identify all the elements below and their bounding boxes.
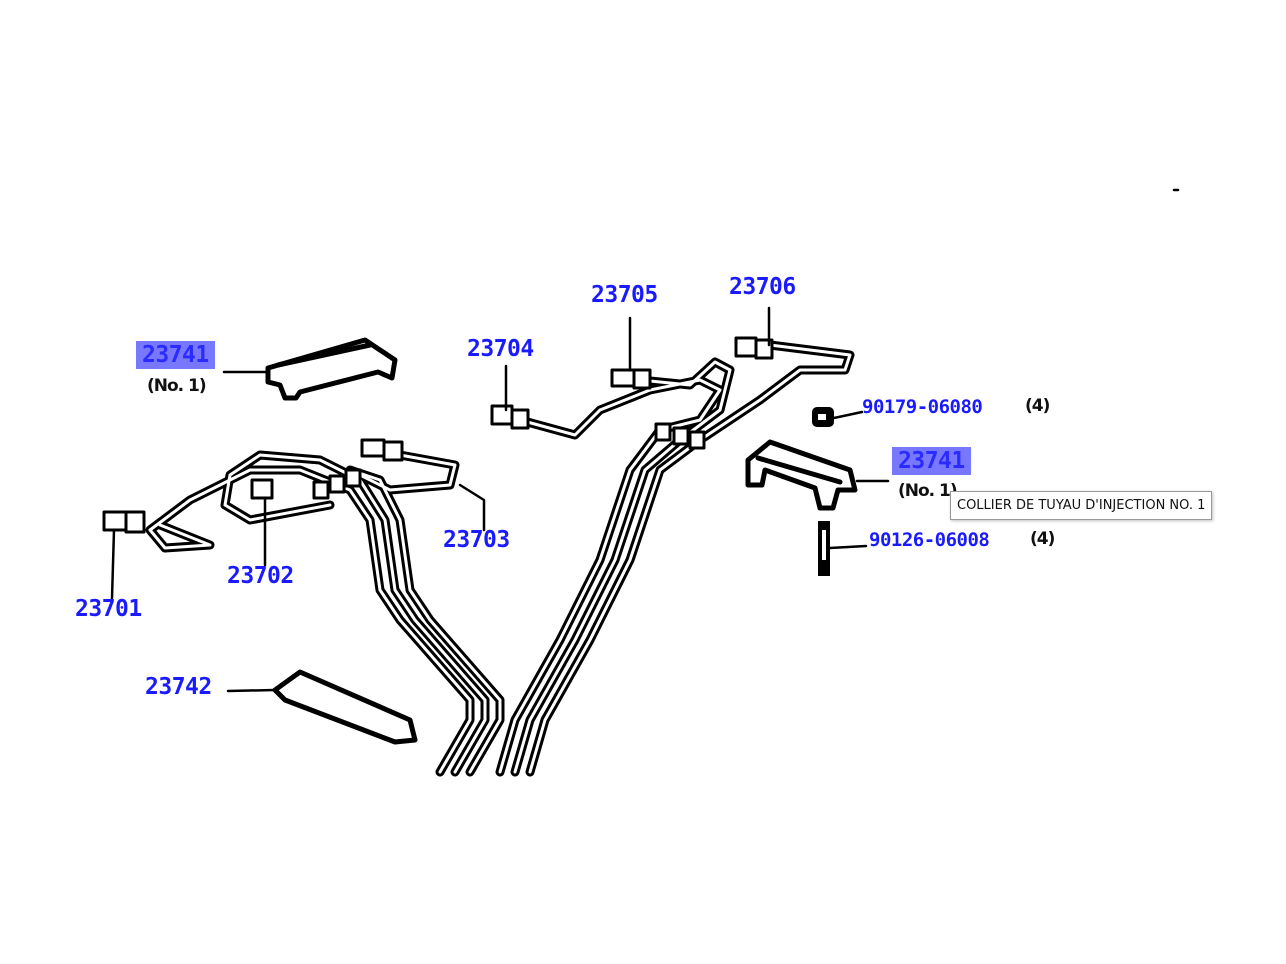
part-link-23741-right[interactable]: 23741 <box>892 447 971 475</box>
part-link-23704[interactable]: 23704 <box>467 336 534 362</box>
part-link-23705[interactable]: 23705 <box>591 282 658 308</box>
part-link-23741-left[interactable]: 23741 <box>136 341 215 369</box>
part-link-23701[interactable]: 23701 <box>75 596 142 622</box>
part-tooltip: COLLIER DE TUYAU D'INJECTION NO. 1 <box>950 491 1213 520</box>
part-link-90126-06008[interactable]: 90126-06008 <box>869 529 990 551</box>
part-link-23706[interactable]: 23706 <box>729 274 796 300</box>
part-link-90179-06080[interactable]: 90179-06080 <box>862 396 983 418</box>
part-link-23742[interactable]: 23742 <box>145 674 212 700</box>
part-link-23702[interactable]: 23702 <box>227 563 294 589</box>
quantity-90126: (4) <box>1030 529 1055 549</box>
part-note-no1-left: (No. 1) <box>147 376 207 396</box>
quantity-90179: (4) <box>1025 396 1050 416</box>
part-note-no1-right: (No. 1) <box>898 481 958 501</box>
part-link-23703[interactable]: 23703 <box>443 527 510 553</box>
